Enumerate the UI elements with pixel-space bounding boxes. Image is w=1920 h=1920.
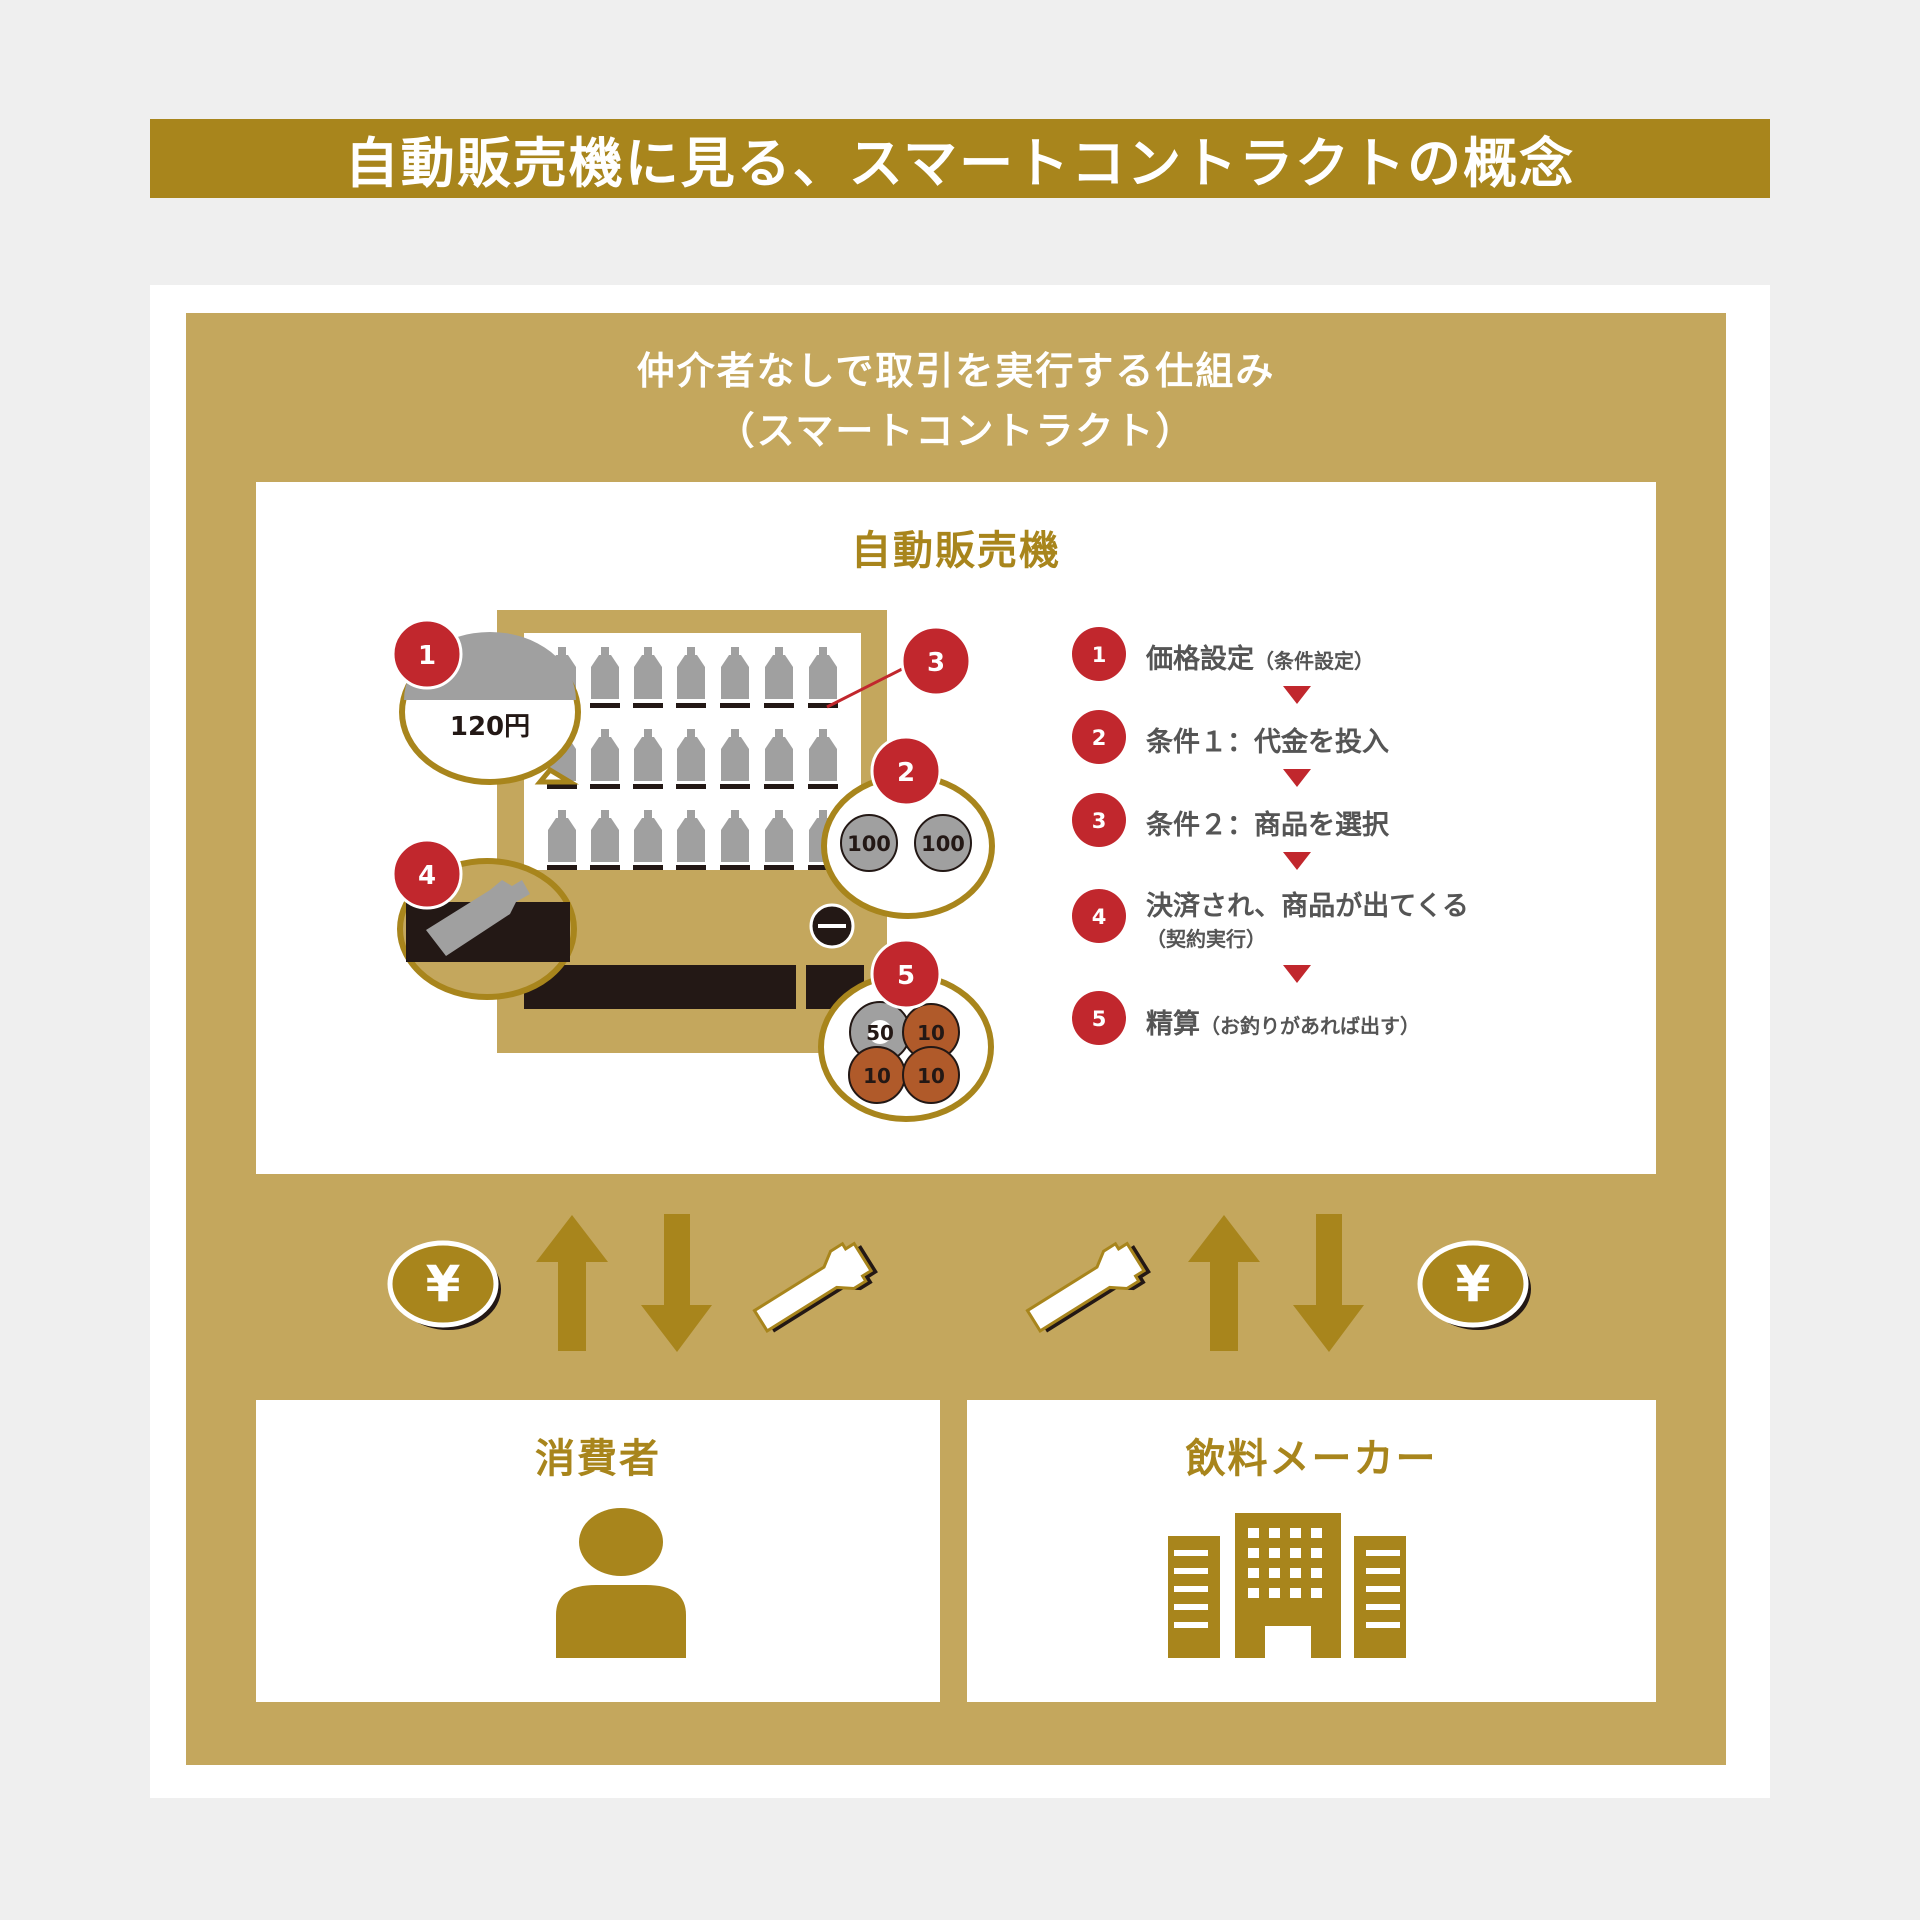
step-4-label: 決済され、商品が出てくる （契約実行） xyxy=(1146,891,1469,951)
building-icon xyxy=(1168,1513,1406,1658)
beverage-maker-title: 飲料メーカー xyxy=(1185,1436,1438,1482)
subtitle-line-1: 仲介者なしで取引を実行する仕組み xyxy=(636,349,1276,393)
consumer-panel: 消費者 xyxy=(256,1400,940,1702)
step-5-label: 精算（お釣りがあれば出す） xyxy=(1146,1009,1420,1040)
consumer-title: 消費者 xyxy=(535,1436,661,1482)
step-2-label: 条件１：代金を投入 xyxy=(1146,727,1389,758)
subtitle-line-2: （スマートコントラクト） xyxy=(716,409,1196,453)
vending-machine-title: 自動販売機 xyxy=(851,528,1061,574)
vending-machine-panel: 自動販売機 xyxy=(256,482,1656,1174)
page-title: 自動販売機に見る、スマートコントラクトの概念 xyxy=(150,119,1770,198)
person-icon xyxy=(556,1508,686,1658)
step-3-label: 条件２：商品を選択 xyxy=(1146,810,1389,841)
step-1-label: 価格設定（条件設定） xyxy=(1146,644,1374,675)
beverage-maker-panel: 飲料メーカー xyxy=(967,1400,1656,1702)
